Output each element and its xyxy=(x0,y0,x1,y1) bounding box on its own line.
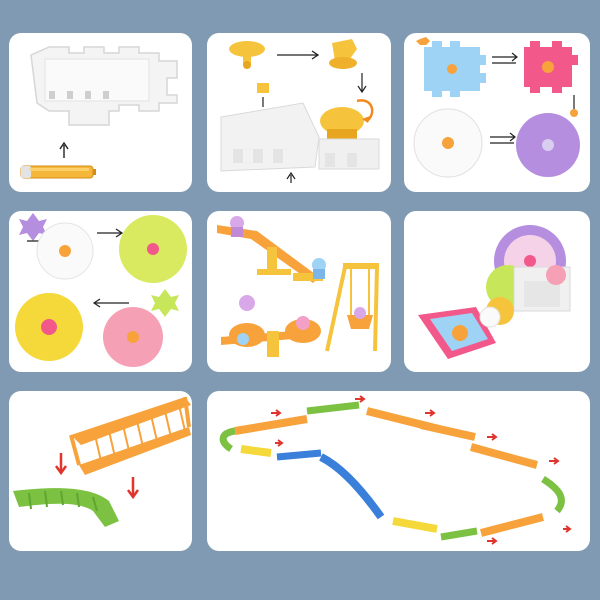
red-arrow-icon xyxy=(275,439,284,447)
track-tray-icon xyxy=(418,307,496,359)
square-gear-blue-icon xyxy=(424,41,486,97)
seesaw-lower-icon xyxy=(221,295,321,357)
double-arrow-right-icon xyxy=(490,132,516,144)
arrow-down-icon xyxy=(357,73,367,94)
track-layout-illustration xyxy=(219,395,572,545)
track-connect-illustration xyxy=(13,396,191,527)
step-gear-chain-panel xyxy=(9,211,192,372)
gear-cap-icon xyxy=(320,107,364,139)
battery-install-illustration xyxy=(20,46,178,179)
round-gear-yellow-icon xyxy=(119,215,187,283)
step-track-connect-panel xyxy=(9,391,192,551)
seesaw-icon xyxy=(217,225,323,283)
round-gear-white-icon xyxy=(413,108,483,178)
track-loop-icon xyxy=(219,401,565,541)
red-arrow-down-icon xyxy=(54,453,68,476)
flower-gear-purple-icon xyxy=(19,213,47,241)
motor-base-icon xyxy=(30,46,178,126)
gear-tower-illustration xyxy=(418,225,571,359)
step-motor-cap-panel xyxy=(207,33,391,192)
round-gear-pink-icon xyxy=(103,307,163,367)
small-orange-gear-icon xyxy=(416,37,430,45)
round-gear-white-icon xyxy=(36,222,94,280)
motor-cap-rotated-icon xyxy=(329,39,357,69)
motor-base-icon xyxy=(220,102,320,172)
arrow-right-icon xyxy=(277,50,320,60)
seesaw-swing-illustration xyxy=(217,216,380,357)
arrow-left-icon xyxy=(92,298,129,308)
swing-icon xyxy=(325,263,380,352)
flower-gear-green-icon xyxy=(151,289,179,317)
arrow-right-icon xyxy=(97,228,124,238)
arrow-up-icon xyxy=(59,141,69,158)
step-gear-tower-panel xyxy=(404,211,590,372)
round-gear-yellow2-icon xyxy=(15,293,83,361)
red-arrow-icon xyxy=(563,525,572,533)
figure-icon xyxy=(230,216,244,237)
arrow-up-icon xyxy=(286,171,296,183)
red-arrow-icon xyxy=(549,457,560,465)
red-arrow-icon xyxy=(425,409,436,417)
red-arrow-icon xyxy=(487,433,498,441)
red-arrow-icon xyxy=(487,537,498,545)
rotate-arrowhead xyxy=(362,116,370,123)
gear-base-block-icon xyxy=(318,138,380,170)
round-gear-purple-icon xyxy=(516,113,580,177)
red-arrow-icon xyxy=(271,409,282,417)
gear-plates-illustration xyxy=(413,37,580,178)
white-gear-icon xyxy=(479,306,501,328)
double-arrow-right-icon xyxy=(492,52,518,64)
red-arrow-down-icon xyxy=(126,477,140,500)
square-gear-pink-icon xyxy=(524,41,578,93)
motor-cap-icon xyxy=(229,41,265,69)
straight-track-orange-icon xyxy=(69,396,191,475)
red-arrow-icon xyxy=(355,395,366,403)
figure-icon xyxy=(312,258,326,279)
step-battery-install-panel xyxy=(9,33,192,192)
motor-cap-illustration xyxy=(220,39,380,183)
gear-chain-illustration xyxy=(15,213,187,367)
gear-tower-icon xyxy=(486,265,571,325)
step-track-layout-panel xyxy=(207,391,590,551)
curved-track-green-icon xyxy=(13,488,119,527)
step-seesaw-swing-panel xyxy=(207,211,391,372)
step-gear-plates-panel xyxy=(404,33,590,192)
small-peg-icon xyxy=(257,83,269,93)
battery-icon xyxy=(20,165,96,179)
small-gear-connector-icon xyxy=(570,109,578,117)
